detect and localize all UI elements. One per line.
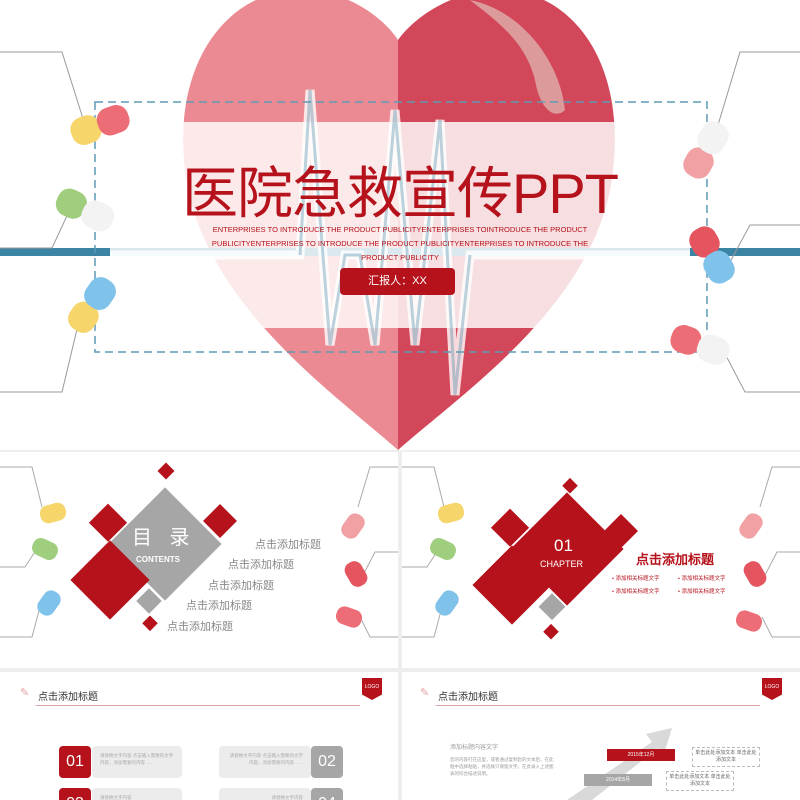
- connector-lines: [0, 51, 800, 393]
- chapter-title: 点击添加标题: [636, 552, 715, 567]
- contents-slide[interactable]: 目 录 CONTENTS 点击添加标题 点击添加标题 点击添加标题 点击添加标题…: [0, 452, 398, 668]
- timeline-tag-1: 2015年12月: [607, 749, 675, 761]
- pill-icons: [55, 104, 735, 366]
- cover-slide[interactable]: 医院急救宣传PPT ENTERPRISES TO INTRODUCE THE P…: [0, 0, 800, 450]
- card-4: 请替换文字内容: [219, 788, 311, 800]
- text-box-2[interactable]: 单击此处添加文本 单击此处添加文本: [666, 771, 734, 791]
- card-2-number: 02: [311, 746, 343, 778]
- card-1-number: 01: [59, 746, 91, 778]
- cover-title: 医院急救宣传PPT: [182, 162, 619, 225]
- toc-item-2[interactable]: 点击添加标题: [228, 559, 294, 571]
- contents-graphics: [0, 462, 398, 638]
- card-4-number: 04: [311, 788, 343, 800]
- toc-item-4[interactable]: 点击添加标题: [186, 600, 252, 612]
- chapter-bullet-3: • 添加相关标题文字: [612, 589, 660, 595]
- slide-header: 点击添加标题: [38, 692, 98, 703]
- chapter-graphics: [402, 466, 800, 640]
- header-divider: [36, 705, 360, 706]
- pen-icon: ✎: [20, 687, 30, 699]
- chapter-number: 01: [554, 536, 573, 555]
- reporter-button[interactable]: 汇报人：XX: [340, 268, 455, 295]
- chapter-bullet-2: • 添加相关标题文字: [678, 576, 726, 582]
- timeline-tag-2: 2014年8月: [584, 774, 652, 786]
- text-box-1[interactable]: 单击此处添加文本 单击此处添加文本: [692, 747, 760, 767]
- header-divider: [436, 705, 760, 706]
- content-heading: 添加标题内容文字: [450, 745, 499, 751]
- toc-item-3[interactable]: 点击添加标题: [208, 580, 274, 592]
- slide-header: 点击添加标题: [438, 692, 498, 703]
- pen-icon: ✎: [420, 687, 430, 699]
- toc-item-1[interactable]: 点击添加标题: [255, 539, 321, 551]
- logo-badge: LOGO: [362, 678, 382, 700]
- pulse-line: [110, 89, 690, 396]
- timeline-slide[interactable]: ✎ 点击添加标题 LOGO 添加标题内容文字 您的内容打在这里，或者通过复制您的…: [402, 672, 800, 800]
- heart-highlight: [470, 0, 565, 114]
- logo-badge: LOGO: [762, 678, 782, 700]
- contents-title: 目 录: [132, 527, 196, 549]
- chapter-slide[interactable]: 01 CHAPTER 点击添加标题 • 添加相关标题文字 • 添加相关标题文字 …: [402, 452, 800, 668]
- chapter-bullet-4: • 添加相关标题文字: [678, 589, 726, 595]
- cover-subtitle: ENTERPRISES TO INTRODUCE THE PRODUCT PUB…: [211, 225, 589, 262]
- toc-item-5[interactable]: 点击添加标题: [167, 621, 233, 633]
- card-3: 请替换文字内容: [92, 788, 182, 800]
- pulse-line-color: [298, 89, 472, 396]
- cards-slide[interactable]: ✎ 点击添加标题 LOGO 请替换文字内容 点击输入需要的文字内容，添加需要的内…: [0, 672, 398, 800]
- card-3-number: 03: [59, 788, 91, 800]
- card-2: 请替换文字内容 点击输入需要的文字内容，添加需要的内容……: [219, 746, 311, 778]
- chapter-label: CHAPTER: [540, 559, 584, 569]
- growth-arrow: [567, 728, 672, 800]
- card-1: 请替换文字内容 点击输入需要的文字内容，添加需要的内容……: [92, 746, 182, 778]
- contents-subtitle: CONTENTS: [136, 555, 180, 564]
- chapter-bullet-1: • 添加相关标题文字: [612, 576, 660, 582]
- content-body: 您的内容打在这里，或者通过复制您的文本后，在此框中选择粘贴，并选择只保留文字。在…: [450, 757, 554, 776]
